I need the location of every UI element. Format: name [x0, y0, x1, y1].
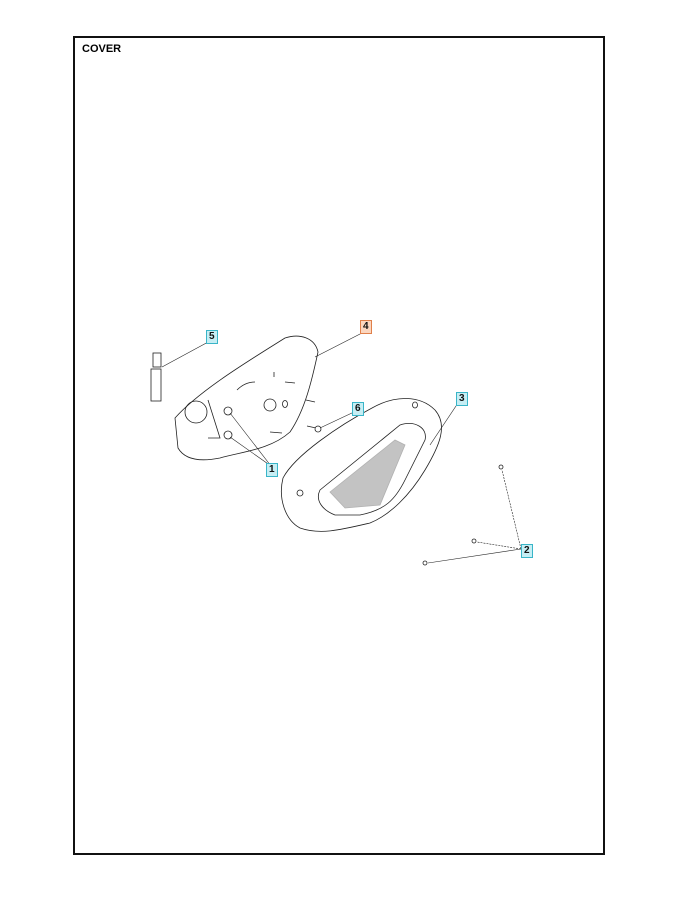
- callout-6[interactable]: 6: [352, 402, 364, 416]
- part-5-spacer[interactable]: [150, 352, 162, 402]
- part-2-screws[interactable]: [422, 464, 504, 566]
- callout-2[interactable]: 2: [521, 544, 533, 558]
- part-4-mounting-plate[interactable]: [174, 335, 319, 461]
- leader-lines: [161, 332, 522, 564]
- part-3-cover[interactable]: [281, 398, 442, 532]
- callout-4[interactable]: 4: [360, 320, 372, 334]
- callout-5[interactable]: 5: [206, 330, 218, 344]
- callout-3[interactable]: 3: [456, 392, 468, 406]
- part-6-screw[interactable]: [306, 425, 322, 433]
- diagram-title: COVER: [82, 43, 122, 55]
- diagram-frame: [73, 36, 605, 855]
- callout-1[interactable]: 1: [266, 463, 278, 477]
